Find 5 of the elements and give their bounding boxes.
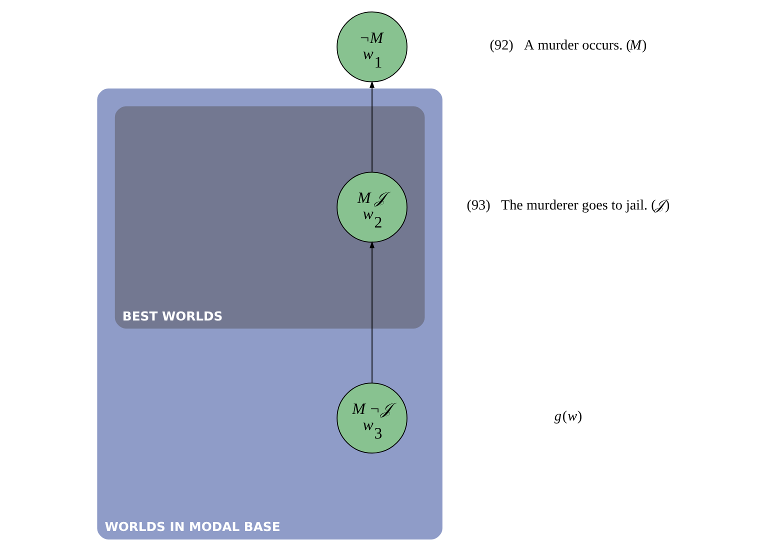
arrow: [370, 241, 375, 384]
label: g(w): [554, 408, 582, 425]
arrow: [370, 80, 375, 172]
label: (93) The murderer goes to jail. (𝒥): [466, 198, 670, 214]
label: (92) A murder occurs. (M): [490, 37, 647, 54]
